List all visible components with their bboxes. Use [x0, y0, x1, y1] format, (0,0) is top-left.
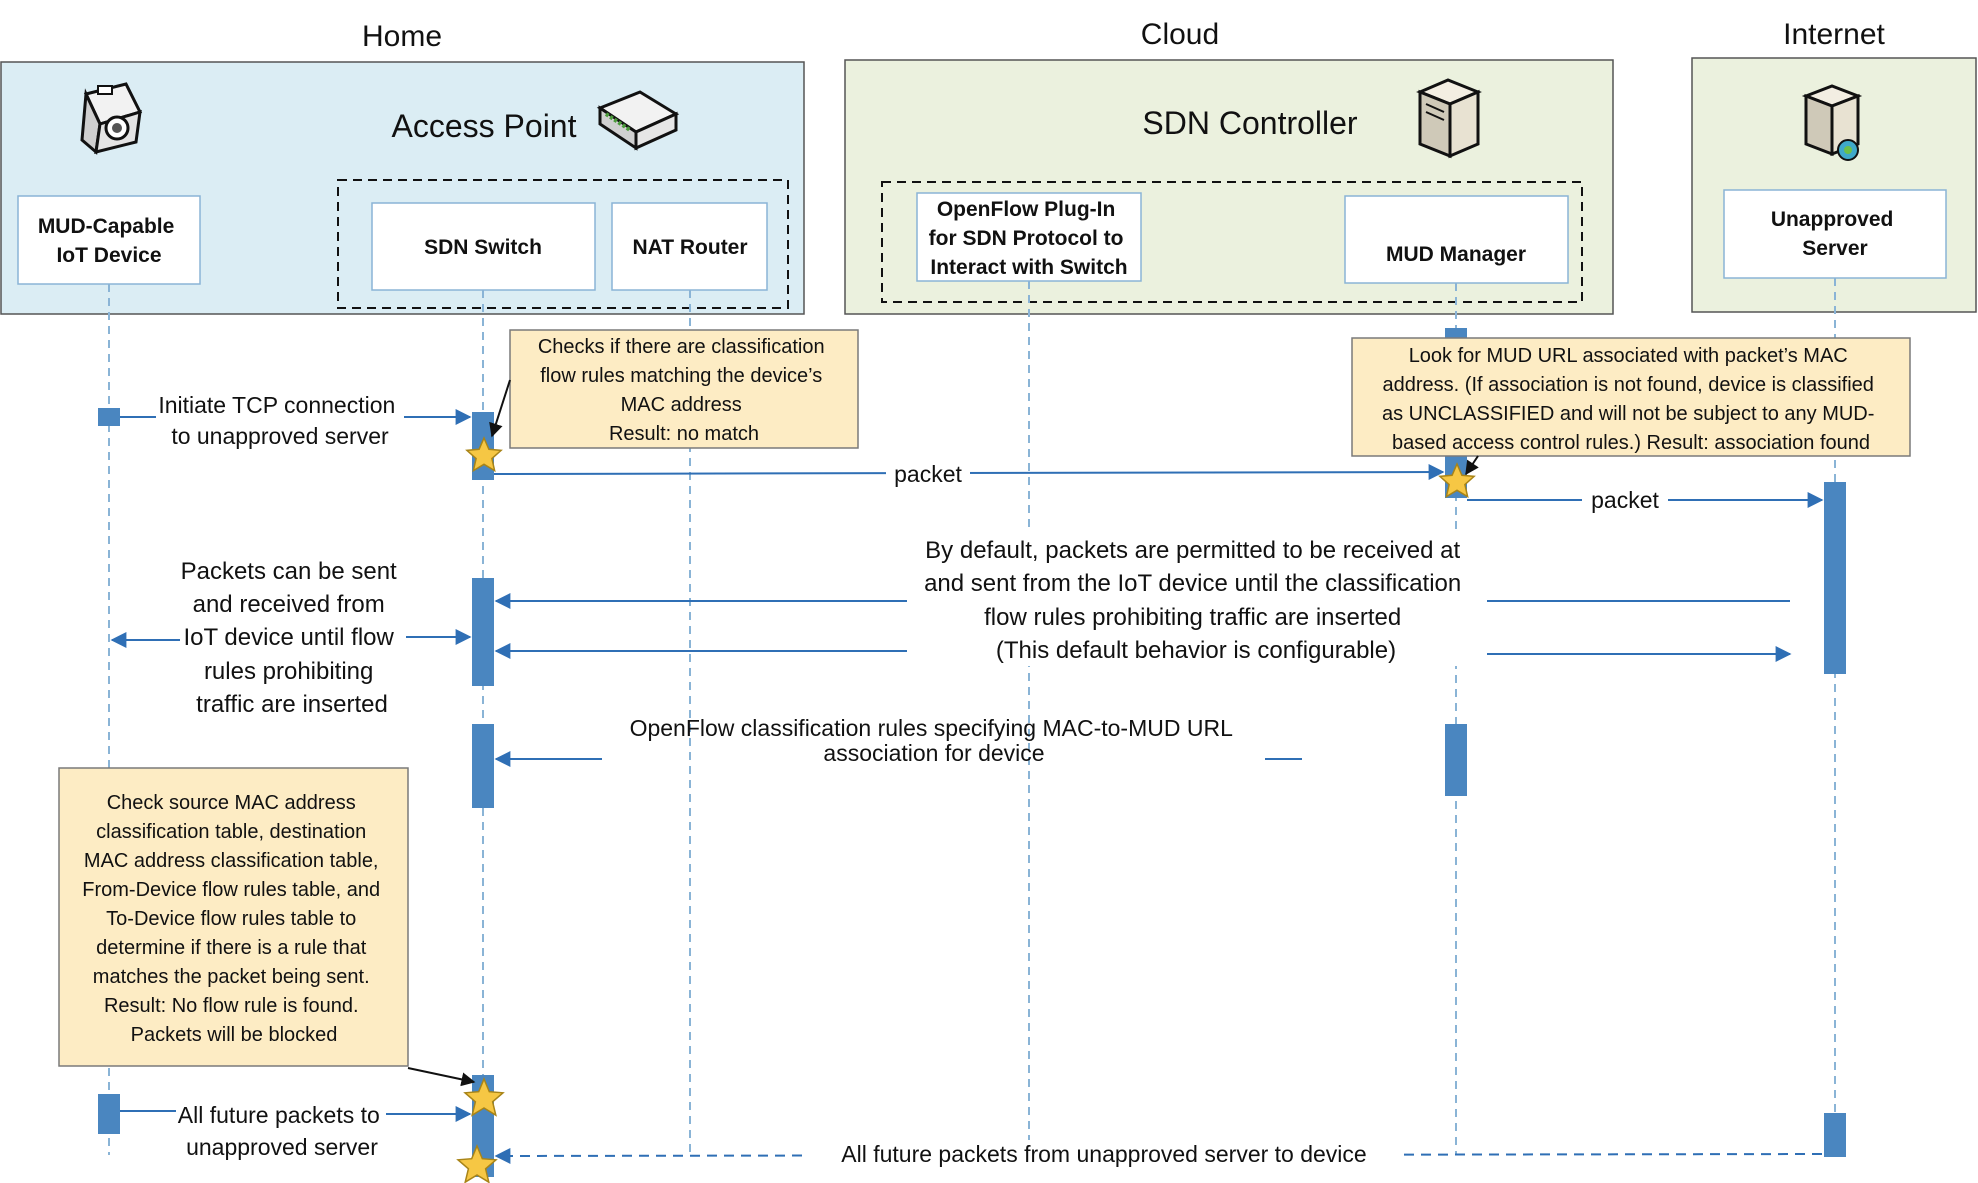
activation-server-2: [1824, 1113, 1846, 1157]
activation-server-1: [1824, 482, 1846, 674]
msg-initiate-tcp: Initiate TCP connection to unapproved se…: [158, 392, 401, 449]
sdn-controller-group: [881, 181, 1583, 303]
mud-manager-label: MUD Manager: [1386, 243, 1526, 266]
server-icon: [1416, 78, 1482, 159]
zone-title-cloud: Cloud: [1141, 18, 1219, 51]
camera-icon: [80, 82, 143, 155]
msg-packet-to-server: packet: [1591, 487, 1659, 513]
zone-title-home: Home: [362, 20, 442, 53]
msg-packets-sent-received: Packets can be sent and received from Io…: [181, 558, 404, 718]
unapproved-server-label: Unapproved Server: [1771, 208, 1899, 260]
region-title-sdn-controller: SDN Controller: [1142, 105, 1358, 141]
msg-packet-to-server-bg: [1582, 487, 1668, 515]
note-flow-check-pointer: [407, 1067, 476, 1087]
msg-packet-to-mud: packet: [894, 461, 962, 487]
note-flow-check: [58, 767, 409, 1067]
star-icon: [456, 1144, 498, 1183]
msg-default-permit: By default, packets are permitted to be …: [924, 537, 1468, 664]
router-icon: [596, 90, 680, 151]
note-flow-check-text: Check source MAC address classification …: [82, 792, 385, 1046]
sdn-switch-box: [371, 202, 596, 291]
activation-switch-3: [472, 724, 494, 808]
star-icon: [463, 1077, 505, 1117]
msg-default-permit-bg: [907, 532, 1487, 666]
msg-future-to-server: All future packets to unapproved server: [178, 1102, 386, 1160]
openflow-plugin-label: OpenFlow Plug-In for SDN Protocol to Int…: [929, 198, 1130, 279]
zone-title-internet: Internet: [1783, 18, 1885, 51]
activation-mud-2: [1445, 724, 1467, 796]
openflow-plugin-box: [916, 192, 1142, 282]
sdn-switch-label: SDN Switch: [424, 236, 542, 259]
iot-device-label: MUD-Capable IoT Device: [38, 215, 180, 267]
note-mud-lookup-pointer: [1465, 455, 1479, 476]
note-switch-check-pointer: [489, 379, 511, 438]
star-icon: [465, 436, 503, 473]
unapproved-server-box: [1723, 189, 1947, 279]
activation-switch-2: [472, 578, 494, 686]
note-switch-check-text: Checks if there are classification flow …: [538, 336, 830, 445]
access-point-group: [337, 179, 789, 309]
mud-manager-box: [1344, 195, 1569, 284]
note-mud-lookup-text: Look for MUD URL associated with packet’…: [1382, 345, 1880, 454]
msg-openflow-rules: OpenFlow classification rules specifying…: [630, 715, 1239, 766]
note-mud-lookup: [1351, 337, 1911, 457]
activation-iot-1: [98, 408, 120, 426]
iot-device-box: [17, 195, 201, 285]
region-title-access-point: Access Point: [392, 108, 577, 144]
activation-iot-2: [98, 1094, 120, 1134]
nat-router-label: NAT Router: [632, 236, 747, 259]
msg-future-from-server-bg: [806, 1140, 1402, 1170]
msg-packet-to-mud-bg: [886, 460, 970, 488]
msg-future-from-server: All future packets from unapproved serve…: [841, 1141, 1366, 1167]
web-server-icon: [1801, 84, 1863, 161]
note-switch-check: [509, 329, 859, 449]
